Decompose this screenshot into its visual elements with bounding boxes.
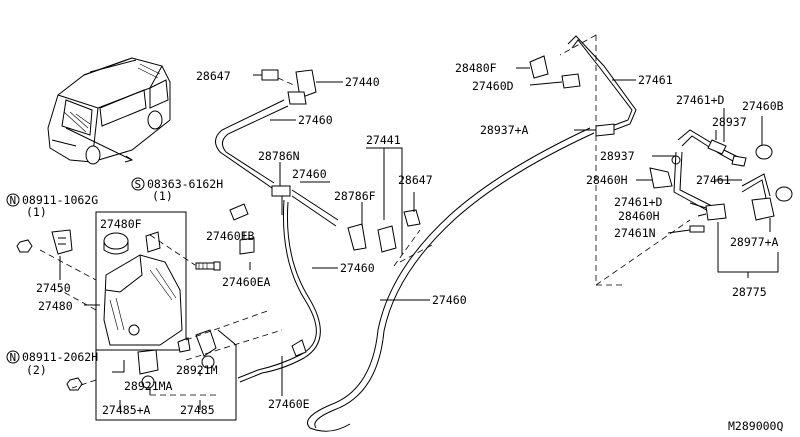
- n-callout-2: N 08911-2062H (2): [6, 350, 98, 377]
- label-08911-2062H-qty: (2): [26, 363, 47, 377]
- van-illustration: [47, 57, 171, 165]
- label-28937A: 28937+A: [480, 123, 529, 137]
- label-27480F: 27480F: [100, 217, 142, 231]
- n-callout-1: N 08911-1062G (1): [6, 193, 98, 219]
- reservoir-group: [16, 211, 283, 421]
- label-27440: 27440: [345, 75, 380, 89]
- s-callout: S 08363-6162H (1): [131, 177, 223, 203]
- label-27460D: 27460D: [472, 79, 514, 93]
- label-27450: 27450: [36, 281, 71, 295]
- label-28460H-lower: 28460H: [618, 209, 660, 223]
- label-27485: 27485: [180, 403, 215, 417]
- label-27460E: 27460E: [268, 397, 310, 411]
- label-28460H-upper: 28460H: [586, 173, 628, 187]
- label-28775: 28775: [732, 285, 767, 299]
- label-27485A: 27485+A: [102, 403, 151, 417]
- n-symbol-2: N: [10, 351, 17, 364]
- label-27461D-lower: 27461+D: [614, 195, 663, 209]
- label-28647-top: 28647: [196, 69, 231, 83]
- label-27461D-top: 27461+D: [676, 93, 725, 107]
- hose-routing: [215, 69, 595, 432]
- label-27461N: 27461N: [614, 226, 656, 240]
- label-27460-upper: 27460: [298, 113, 333, 127]
- label-27460-mid: 27460: [292, 167, 327, 181]
- n-symbol-1: N: [10, 194, 17, 207]
- label-27461-right: 27461: [696, 173, 731, 187]
- label-08911-1062G-qty: (1): [26, 205, 47, 219]
- label-27460-lower: 27460: [340, 261, 375, 275]
- label-28921MA: 28921MA: [124, 379, 173, 393]
- part-labels: 28647 27440 27460 28786N 27460 27441 287…: [6, 61, 784, 433]
- s-symbol: S: [135, 178, 142, 191]
- label-08363-6162H-qty: (1): [152, 189, 173, 203]
- label-08911-2062H: 08911-2062H: [22, 350, 98, 364]
- label-27460-long: 27460: [432, 293, 467, 307]
- label-08363-6162H: 08363-6162H: [147, 177, 223, 191]
- label-28937-right: 28937: [712, 115, 747, 129]
- label-27441: 27441: [366, 133, 401, 147]
- label-28977A: 28977+A: [730, 235, 779, 249]
- label-27460EA: 27460EA: [222, 275, 271, 289]
- rear-washer-group: [516, 34, 793, 286]
- label-28647-right: 28647: [398, 173, 433, 187]
- label-28937: 28937: [600, 149, 635, 163]
- label-28921M: 28921M: [176, 363, 218, 377]
- label-08911-1062G: 08911-1062G: [22, 193, 98, 207]
- label-28480F: 28480F: [455, 61, 497, 75]
- label-27460EB: 27460EB: [206, 229, 255, 243]
- label-27460B: 27460B: [742, 99, 784, 113]
- label-27480: 27480: [38, 299, 73, 313]
- label-28786F: 28786F: [334, 189, 376, 203]
- diagram-id: M289000Q: [728, 419, 783, 433]
- label-27461-top: 27461: [638, 73, 673, 87]
- label-28786N: 28786N: [258, 149, 300, 163]
